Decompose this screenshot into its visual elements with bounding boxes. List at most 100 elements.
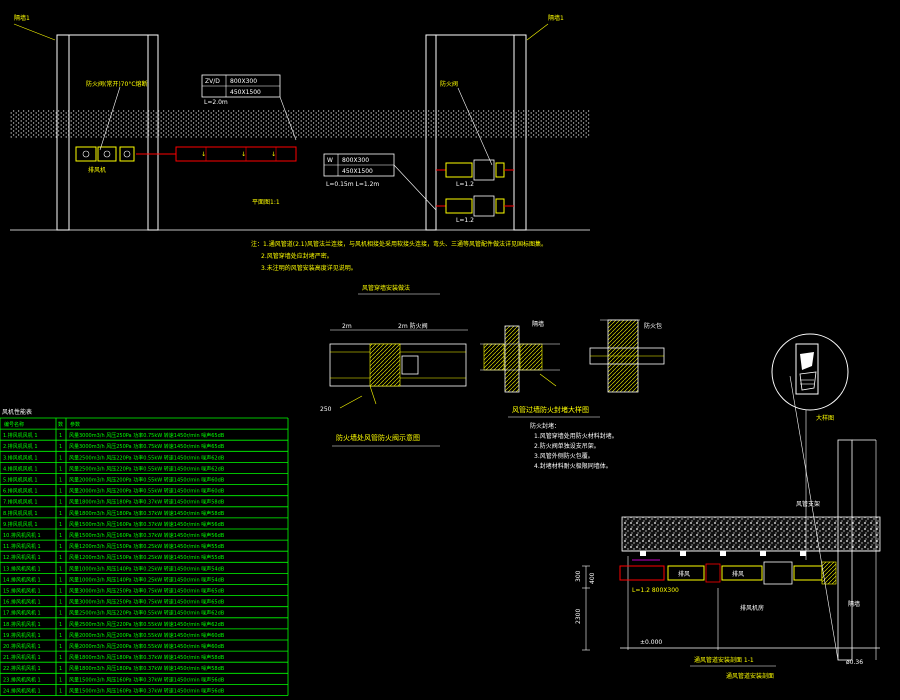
table-cell-qty: 1 (59, 688, 62, 694)
table-cell-params: 风量2000m3/h 风压200Pa 功率0.55kW 转速1450r/min … (69, 643, 225, 650)
table-cell-params: 风量1800m3/h 风压180Pa 功率0.37kW 转速1450r/min … (69, 654, 225, 661)
table-cell-name: 23.排风机风机 1 (3, 676, 41, 683)
table-cell-params: 风量1500m3/h 风压160Pa 功率0.37kW 转速1450r/min … (69, 676, 225, 683)
wall-label: 隔墙 (848, 600, 860, 608)
left-fan-unit (75, 146, 135, 162)
right-unit-a-label: L=1.2 (456, 181, 474, 188)
table-cell-name: 3.排风机风机 1 (3, 454, 38, 461)
section-duct: 排风 排风 (619, 559, 837, 585)
box-b-leader (393, 164, 437, 211)
table-cell-qty: 1 (59, 566, 62, 572)
table-cell-params: 风量2000m3/h 风压200Pa 功率0.55kW 转速1450r/min … (69, 477, 225, 484)
table-cell-params: 风量1800m3/h 风压180Pa 功率0.37kW 转速1450r/min … (69, 510, 225, 517)
table-cell-params: 风量1500m3/h 风压160Pa 功率0.37kW 转速1450r/min … (69, 532, 225, 539)
table-cell-params: 风量3000m3/h 风压250Pa 功率0.75kW 转速1450r/min … (69, 599, 225, 606)
section-view: 排风 排风 300 400 2300 ±0.000 排风机房 隔墙 风管支架 L… (575, 333, 881, 680)
left-unit-label: 排风机 (88, 166, 106, 174)
side-label: 风管支架 (796, 500, 820, 508)
main-duct: ↓ ↓ ↓ (136, 146, 297, 162)
table-header-cell: 编号名称 (4, 421, 24, 428)
note-line-2: 2.风管穿墙处应封堵严密。 (261, 252, 333, 260)
table-cell-name: 19.排风机风机 1 (3, 632, 41, 639)
table-cell-qty: 1 (59, 611, 62, 617)
table-cell-params: 风量2000m3/h 风压200Pa 功率0.55kW 转速1450r/min … (69, 488, 225, 495)
svg-text:防火封堵：: 防火封堵： (530, 422, 560, 430)
svg-text:防火包: 防火包 (644, 322, 662, 330)
hatched-ceiling-band (10, 110, 590, 138)
svg-text:隔墙: 隔墙 (532, 320, 544, 328)
svg-text:1.风管穿墙处用防火材料封堵。: 1.风管穿墙处用防火材料封堵。 (534, 432, 618, 440)
plan-view: 隔墙1 隔墙1 排风机 防火阀(常开)70°C熔断 ↓ ↓ ↓ (10, 14, 590, 231)
wall-caption: 风管过墙防火封堵大样图 (512, 405, 589, 414)
table-cell-qty: 1 (59, 511, 62, 517)
table-cell-qty: 1 (59, 666, 62, 672)
duct-spec-box-b: W 800X300 450X1500 (323, 153, 395, 177)
svg-text:↓: ↓ (271, 151, 276, 158)
wall-detail-1: 隔墙 (480, 320, 560, 393)
dim-a: 300 (575, 570, 582, 582)
duct-detail: 2m 2m 防火阀 250 (320, 322, 468, 413)
svg-text:ø0.36: ø0.36 (846, 659, 863, 666)
svg-text:排风: 排风 (678, 570, 690, 578)
table-cell-qty: 1 (59, 478, 62, 484)
table-cell-name: 21.排风机风机 1 (3, 654, 41, 661)
table-cell-qty: 1 (59, 500, 62, 506)
svg-text:4.封堵材料耐火极限同墙体。: 4.封堵材料耐火极限同墙体。 (534, 462, 612, 470)
detail-caption: 防火墙处风管防火阀示意图 (336, 433, 420, 442)
left-leader-label: 防火阀(常开)70°C熔断 (86, 80, 148, 88)
table-cell-qty: 1 (59, 522, 62, 528)
floor-level: ±0.000 (640, 639, 662, 646)
table-cell-params: 风量3000m3/h 风压250Pa 功率0.75kW 转速1450r/min … (69, 443, 225, 450)
table-header-cell: 参数 (70, 421, 80, 428)
svg-text:2m: 2m (342, 323, 352, 330)
table-cell-qty: 1 (59, 633, 62, 639)
section-caption: 通风管道安装剖面 1-1 (694, 656, 754, 664)
table-title: 风机性能表 (2, 408, 32, 416)
wall-notes: 防火封堵： 1.风管穿墙处用防火材料封堵。 2.防火阀单独设支吊架。 3.风管外… (530, 422, 618, 470)
left-leader-line (99, 86, 121, 151)
svg-text:3.风管外侧防火包覆。: 3.风管外侧防火包覆。 (534, 452, 594, 460)
table-cell-name: 14.排风机风机 1 (3, 576, 41, 583)
table-cell-name: 10.排风机风机 1 (3, 532, 41, 539)
right-fan-unit-b (436, 195, 514, 217)
box-a-note: L=2.0m (204, 99, 228, 106)
right-leader-label: 防火阀 (440, 80, 458, 88)
table-cell-qty: 1 (59, 455, 62, 461)
detail-callout-device (795, 343, 819, 395)
plan-caption: 平面图1:1 (252, 199, 280, 206)
table-cell-qty: 1 (59, 600, 62, 606)
slab-ribs (640, 551, 806, 556)
box-a-leader (279, 96, 297, 141)
table-cell-name: 2.排风机风机 1 (3, 443, 38, 450)
table-cell-params: 风量1000m3/h 风压140Pa 功率0.25kW 转速1450r/min … (69, 576, 225, 583)
table-cell-name: 8.排风机风机 1 (3, 510, 38, 517)
table-cell-params: 风量1500m3/h 风压160Pa 功率0.37kW 转速1450r/min … (69, 521, 225, 528)
table-cell-params: 风量2500m3/h 风压220Pa 功率0.55kW 转速1450r/min … (69, 610, 225, 617)
duct-spec-box-a: ZV/D 800X300 450X1500 (201, 74, 281, 98)
table-header-cell: 数 (58, 421, 63, 428)
table-cell-params: 风量1200m3/h 风压150Pa 功率0.25kW 转速1450r/min … (69, 554, 225, 561)
table-cell-params: 风量1800m3/h 风压180Pa 功率0.37kW 转速1450r/min … (69, 499, 225, 506)
table-cell-qty: 1 (59, 544, 62, 550)
dim-b: 400 (589, 572, 596, 584)
table-cell-qty: 1 (59, 677, 62, 683)
table-cell-name: 18.排风机风机 1 (3, 621, 41, 628)
table-cell-name: 11.排风机风机 1 (3, 543, 41, 550)
design-notes: 注：1.通风管道(2.1)风管法兰连接，与风机相接处采用软接头连接，弯头、三通等… (251, 240, 547, 272)
svg-text:2.防火阀单独设支吊架。: 2.防火阀单独设支吊架。 (534, 442, 600, 450)
table-cell-params: 风量2000m3/h 风压200Pa 功率0.55kW 转速1450r/min … (69, 632, 225, 639)
table-cell-name: 5.排风机风机 1 (3, 477, 38, 484)
table-cell-name: 20.排风机风机 1 (3, 643, 41, 650)
svg-text:250: 250 (320, 406, 332, 413)
detail-callout-circle (771, 333, 849, 411)
svg-text:W: W (327, 157, 333, 164)
box-b-note: L=0.15m L=1.2m (326, 181, 379, 188)
tag-leader-left (13, 23, 56, 41)
table-cell-name: 4.排风机风机 1 (3, 465, 38, 472)
table-cell-name: 15.排风机风机 1 (3, 588, 41, 595)
svg-text:800X300: 800X300 (230, 78, 257, 85)
table-cell-params: 风量1000m3/h 风压140Pa 功率0.25kW 转速1450r/min … (69, 565, 225, 572)
table-cell-params: 风量1200m3/h 风压150Pa 功率0.25kW 转速1450r/min … (69, 543, 225, 550)
table-cell-name: 12.排风机风机 1 (3, 554, 41, 561)
